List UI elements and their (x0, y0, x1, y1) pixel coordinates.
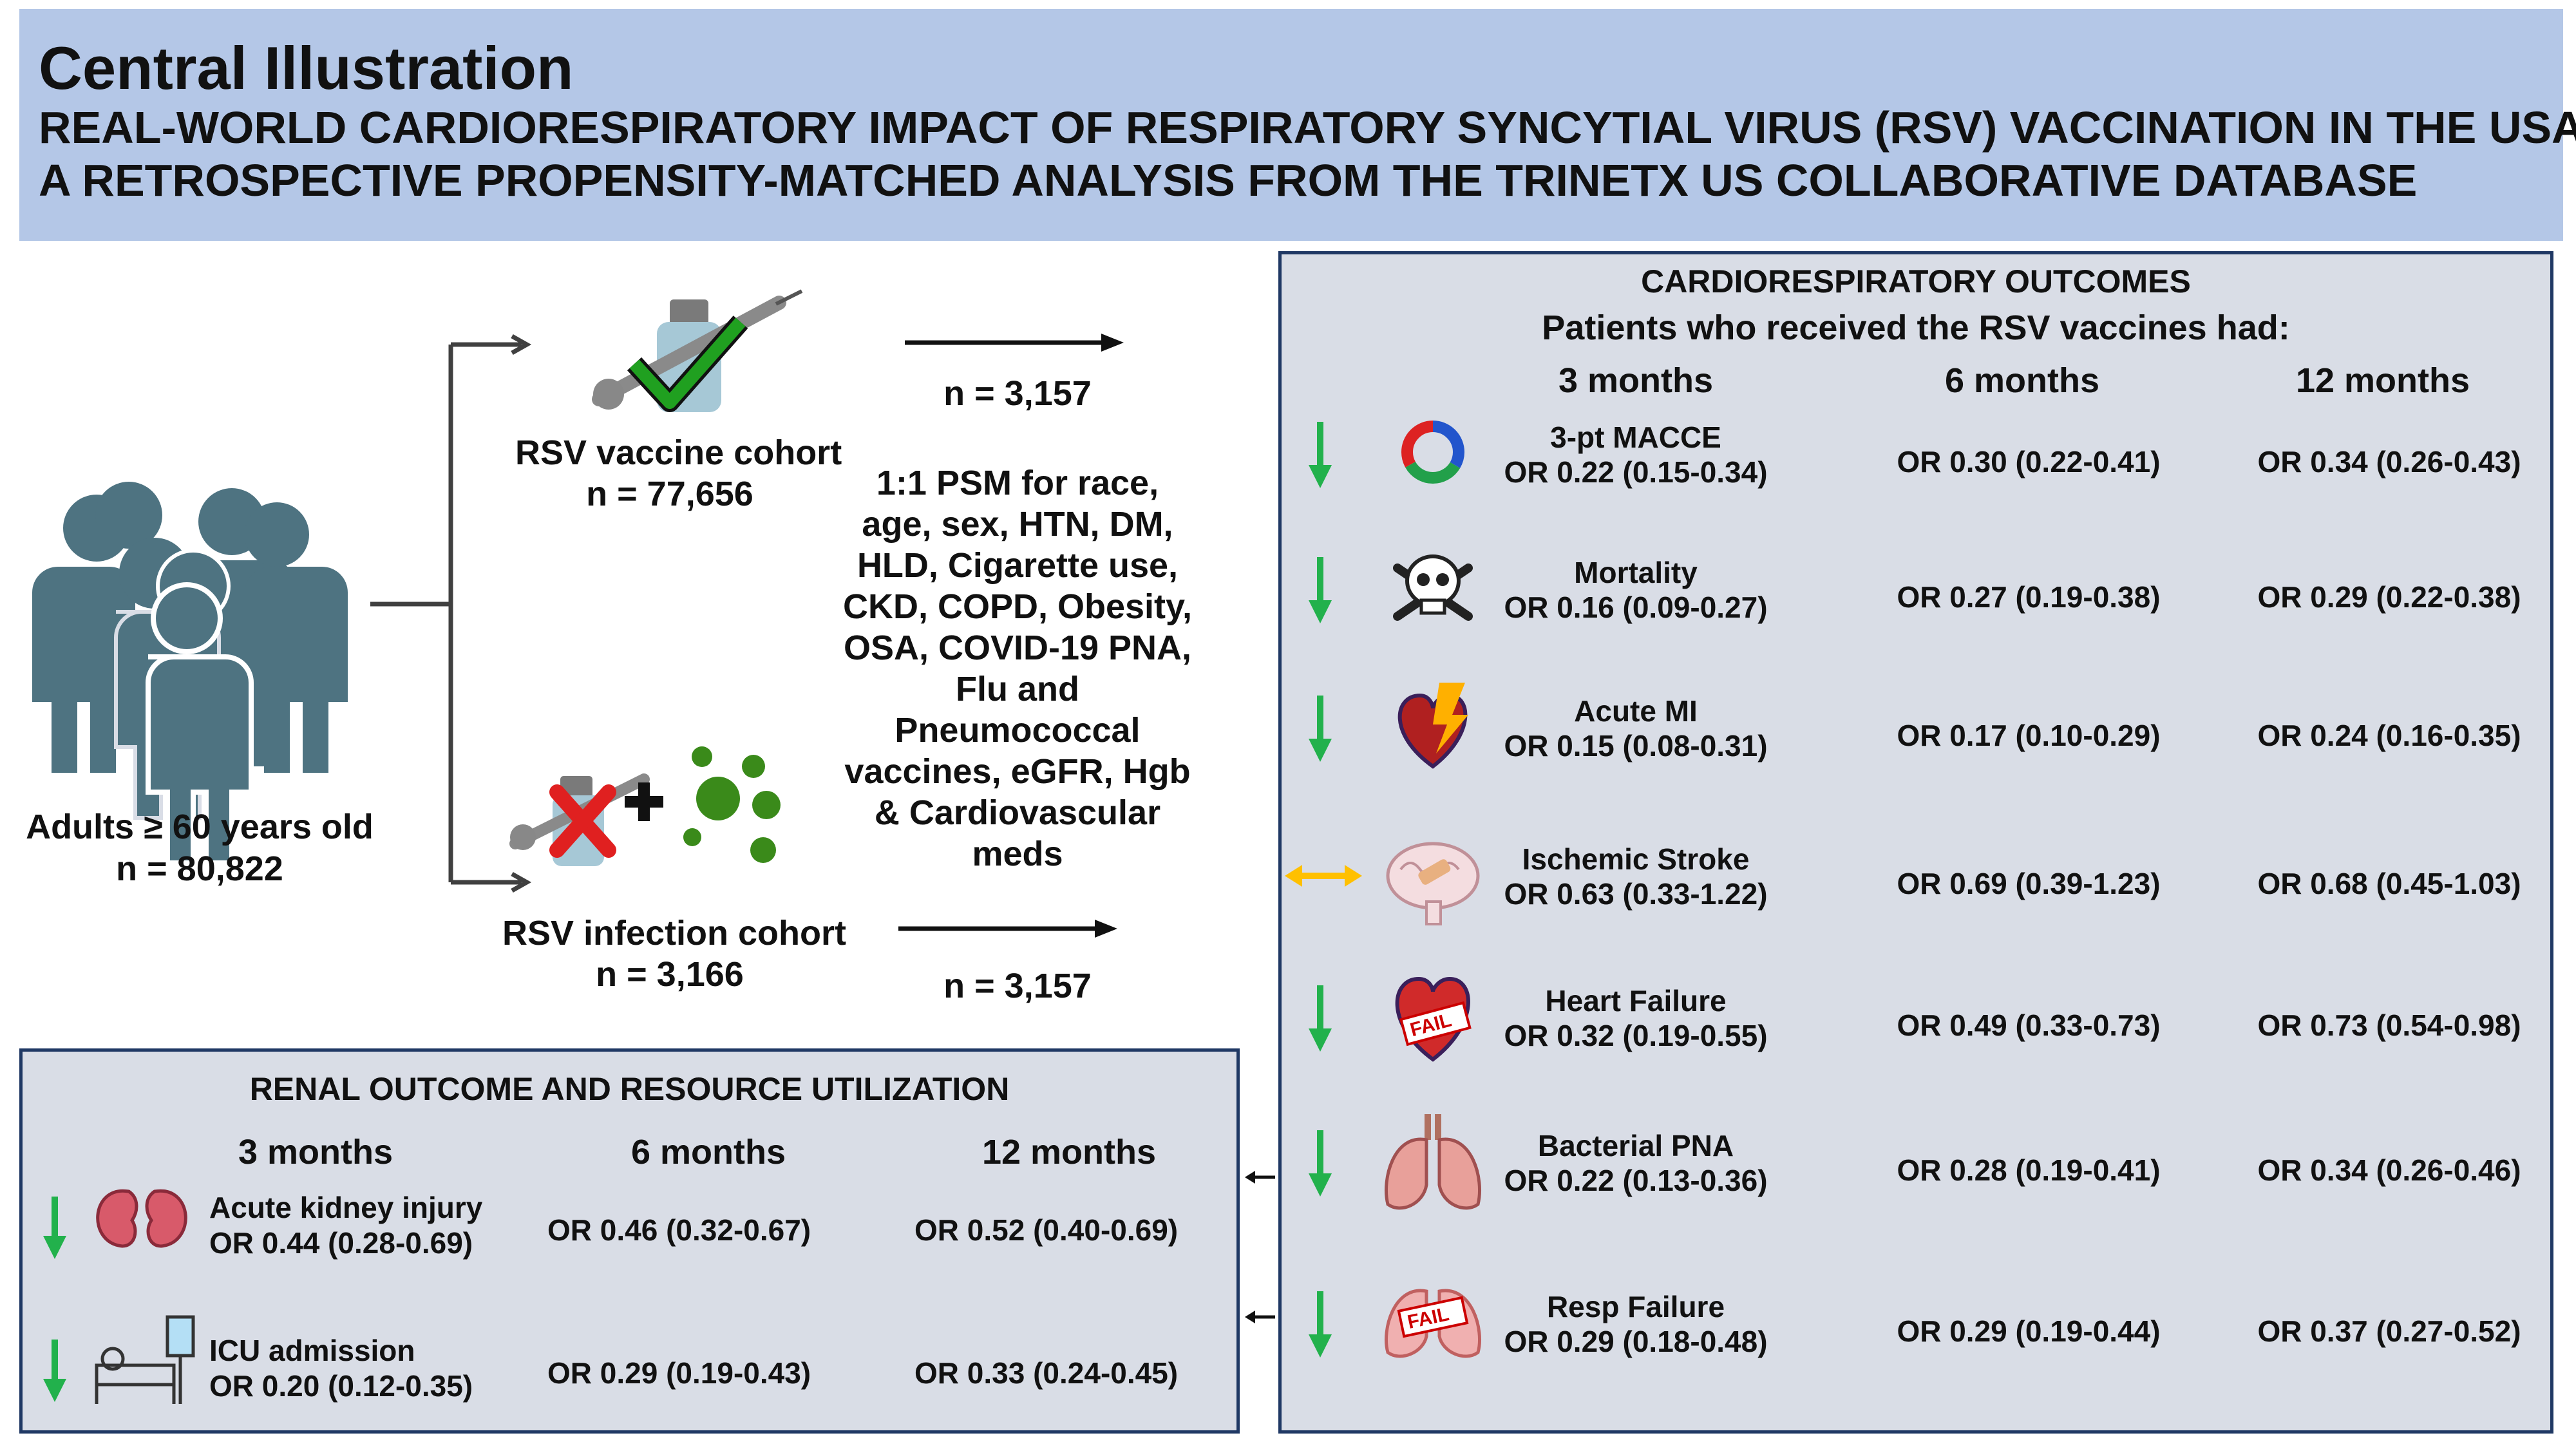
down-arrow-icon (43, 1340, 66, 1402)
infection-cohort-label: RSV infection cohort (502, 914, 847, 952)
down-arrow-icon (1309, 422, 1332, 488)
flow-connectors (370, 334, 532, 893)
renal-col-3m: 3 months (238, 1133, 393, 1171)
renal-col-12m: 12 months (981, 1133, 1157, 1171)
cardio-or-6m: OR 0.69 (0.39-1.23) (1897, 867, 2161, 900)
cardio-or-3m: OR 0.22 (0.13-0.36) (1504, 1164, 1768, 1197)
cardio-or-12m: OR 0.37 (0.27-0.52) (2257, 1314, 2521, 1348)
lungs-fail-icon: FAIL (1385, 1289, 1481, 1358)
cardio-or-12m: OR 0.73 (0.54-0.98) (2257, 1009, 2521, 1042)
vaccine-matched-n: n = 3,157 (943, 374, 1092, 413)
cardio-col-3m: 3 months (1558, 361, 1714, 400)
down-arrow-icon (1309, 985, 1332, 1052)
infection-matched-n: n = 3,157 (943, 967, 1092, 1005)
renal-or-6m: OR 0.29 (0.19-0.43) (547, 1356, 811, 1390)
down-arrow-icon (1309, 696, 1332, 762)
cardiorespiratory-outcomes-panel (1278, 251, 2553, 1434)
vaccine-vial-check-icon (592, 289, 803, 412)
cardio-or-3m: OR 0.32 (0.19-0.55) (1504, 1019, 1768, 1052)
heart-fail-icon: FAIL (1395, 976, 1472, 1062)
link-arrows (1245, 1171, 1275, 1323)
renal-or-3m: OR 0.20 (0.12-0.35) (209, 1369, 473, 1403)
cardio-or-12m: OR 0.29 (0.22-0.38) (2257, 580, 2521, 614)
cardio-outcome-name: Bacterial PNA (1537, 1129, 1734, 1162)
lungs-icon (1385, 1114, 1481, 1210)
cardio-or-12m: OR 0.34 (0.26-0.46) (2257, 1153, 2521, 1187)
cardio-or-12m: OR 0.68 (0.45-1.03) (2257, 867, 2521, 900)
cardio-or-6m: OR 0.29 (0.19-0.44) (1897, 1314, 2161, 1348)
cardio-or-3m: OR 0.22 (0.15-0.34) (1504, 455, 1768, 489)
cardio-or-6m: OR 0.17 (0.10-0.29) (1897, 719, 2161, 752)
heart-lightning-icon (1397, 683, 1468, 769)
cardio-or-6m: OR 0.27 (0.19-0.38) (1897, 580, 2161, 614)
cardio-outcome-name: Heart Failure (1545, 984, 1727, 1018)
renal-or-6m: OR 0.46 (0.32-0.67) (547, 1213, 811, 1247)
virus-icon (683, 746, 781, 863)
cardio-outcome-name: Mortality (1574, 556, 1698, 589)
cardio-or-3m: OR 0.15 (0.08-0.31) (1504, 729, 1768, 762)
cardio-or-12m: OR 0.24 (0.16-0.35) (2257, 719, 2521, 752)
cardio-subtitle: Patients who received the RSV vaccines h… (1542, 308, 2290, 347)
macce-ring-icon (1401, 421, 1464, 484)
cardio-outcome-name: Resp Failure (1546, 1290, 1725, 1323)
down-arrow-icon (1309, 1130, 1332, 1197)
cardio-or-6m: OR 0.28 (0.19-0.41) (1897, 1153, 2161, 1187)
renal-or-12m: OR 0.33 (0.24-0.45) (914, 1356, 1179, 1390)
renal-or-3m: OR 0.44 (0.28-0.69) (209, 1226, 473, 1260)
renal-col-6m: 6 months (630, 1133, 786, 1171)
cardio-outcome-name: Acute MI (1574, 694, 1698, 728)
population-label: Adults ≥ 60 years old (26, 808, 374, 846)
renal-title: RENAL OUTCOME AND RESOURCE UTILIZATION (249, 1071, 1010, 1107)
renal-outcome-name: Acute kidney injury (209, 1191, 483, 1224)
plus-icon (625, 782, 663, 821)
subtitle-line-2: A RETROSPECTIVE PROPENSITY-MATCHED ANALY… (39, 155, 2418, 205)
matched-arrow-bottom-head (1095, 920, 1117, 938)
people-group-icon (32, 482, 348, 866)
down-arrow-icon (43, 1197, 66, 1259)
skull-crossbones-icon (1393, 554, 1473, 621)
cardio-title: CARDIORESPIRATORY OUTCOMES (1641, 263, 2191, 299)
population-n: n = 80,822 (116, 849, 283, 888)
cardio-or-3m: OR 0.63 (0.33-1.22) (1504, 877, 1768, 911)
cardio-col-12m: 12 months (2295, 361, 2470, 400)
cardio-or-12m: OR 0.34 (0.26-0.43) (2257, 445, 2521, 478)
renal-or-12m: OR 0.52 (0.40-0.69) (914, 1213, 1179, 1247)
icu-bed-icon (95, 1315, 195, 1404)
neutral-arrow-icon (1285, 865, 1362, 887)
cardio-or-6m: OR 0.49 (0.33-0.73) (1897, 1009, 2161, 1042)
cardio-col-6m: 6 months (1944, 361, 2100, 400)
cardio-outcome-name: 3-pt MACCE (1550, 421, 1721, 454)
vaccine-cohort-label: RSV vaccine cohort (515, 433, 842, 472)
down-arrow-icon (1309, 1291, 1332, 1358)
infection-cohort-n: n = 3,166 (596, 955, 744, 994)
vaccine-crossed-icon (509, 773, 650, 866)
flow-diagram (32, 289, 1124, 938)
down-arrow-icon (1309, 557, 1332, 623)
matched-arrow-top-head (1101, 334, 1124, 352)
header-banner (19, 9, 2563, 241)
cardio-or-6m: OR 0.30 (0.22-0.41) (1897, 445, 2161, 478)
psm-criteria: 1:1 PSM for race, age, sex, HTN, DM, HLD… (842, 464, 1193, 873)
cardio-outcome-name: Ischemic Stroke (1522, 842, 1750, 876)
cardio-or-3m: OR 0.29 (0.18-0.48) (1504, 1325, 1768, 1358)
vaccine-cohort-n: n = 77,656 (586, 475, 753, 513)
renal-icons (95, 1189, 195, 1404)
renal-outcome-name: ICU admission (209, 1334, 415, 1367)
page-title: Central Illustration (39, 34, 574, 102)
subtitle-line-1: REAL-WORLD CARDIORESPIRATORY IMPACT OF R… (39, 102, 2576, 153)
kidneys-icon (96, 1189, 187, 1248)
cardio-or-3m: OR 0.16 (0.09-0.27) (1504, 591, 1768, 624)
renal-resource-panel (19, 1048, 1240, 1434)
cardio-icons: FAIL FAIL (1385, 421, 1481, 1358)
brain-bandage-icon (1386, 842, 1480, 925)
